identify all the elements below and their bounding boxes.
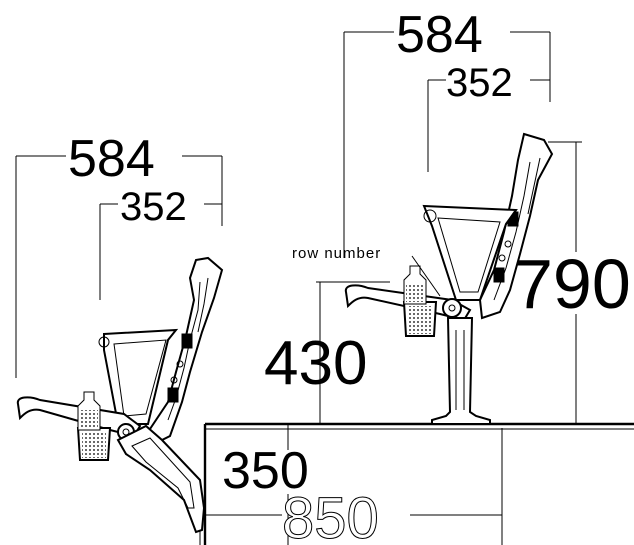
tier-step-outline [199,422,634,545]
left-seat [16,256,224,534]
dimension-lines [15,31,582,545]
right-height-label: 790 [514,245,631,323]
right-backrest-clip-bottom [493,267,505,283]
left-backrest-clip-bottom [167,387,179,403]
left-stanchion [116,424,206,534]
step-to-edge-label: 350 [222,442,309,500]
riser-height-label: 430 [264,329,367,398]
row-number-label: row number [292,245,381,262]
right-seat-depth-label: 352 [446,61,513,105]
right-seat [344,132,554,425]
right-pedestal [431,317,491,425]
left-seat-depth-label: 352 [120,185,187,229]
row-spacing-label: 850 [282,486,379,545]
right-depth-label: 584 [396,6,483,64]
left-depth-label: 584 [68,130,155,188]
left-backrest-clip-top [181,333,193,349]
right-seat-pan [422,204,518,301]
